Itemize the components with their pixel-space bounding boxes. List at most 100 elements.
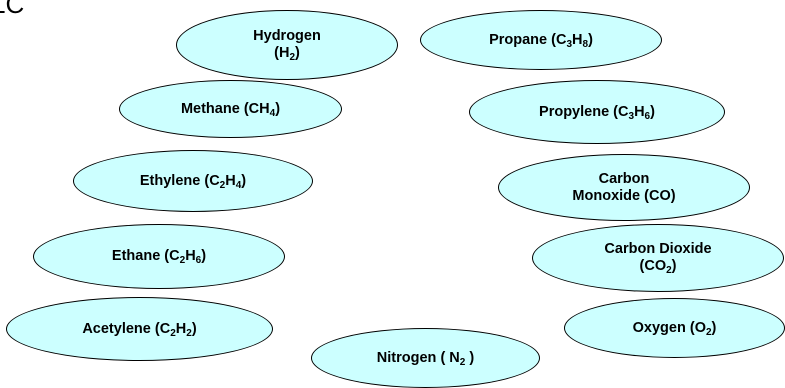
formula-subscript: 2 bbox=[459, 356, 466, 368]
formula-close-paren: ) bbox=[711, 319, 717, 336]
gas-name: Monoxide bbox=[572, 187, 641, 204]
gas-name: Methane bbox=[180, 100, 240, 117]
gas-label-carbon-dioxide: Carbon Dioxide(CO2) bbox=[604, 241, 711, 276]
gas-name: Acetylene bbox=[82, 320, 151, 337]
formula-close-paren: ) bbox=[191, 320, 197, 337]
formula-subscript: 3 bbox=[566, 38, 573, 50]
gas-ellipse-ethane: Ethane (C2H6) bbox=[33, 224, 285, 289]
formula-close-paren: ) bbox=[201, 248, 207, 264]
gas-name-line: Acetylene (C2H2) bbox=[82, 320, 197, 339]
formula-element: C bbox=[209, 172, 220, 189]
gas-label-methane: Methane (CH4) bbox=[180, 100, 281, 119]
formula-element: C bbox=[555, 31, 567, 48]
chemical-formula: (C2H6) bbox=[164, 248, 207, 266]
gas-ellipse-propylene: Propylene (C3H6) bbox=[469, 80, 725, 144]
gas-label-propylene: Propylene (C3H6) bbox=[539, 103, 655, 122]
formula-subscript: 2 bbox=[289, 52, 296, 63]
gas-name-line: Ethylene (C2H4) bbox=[140, 172, 247, 191]
formula-close-paren: ) bbox=[241, 172, 247, 189]
chemical-formula: (CH4) bbox=[243, 100, 281, 119]
formula-element: H bbox=[572, 31, 583, 48]
formula-open-paren: ( bbox=[243, 100, 249, 117]
gas-name-line: Nitrogen ( N2 ) bbox=[376, 349, 475, 368]
gas-name: Propylene bbox=[539, 103, 610, 120]
formula-subscript: 6 bbox=[644, 110, 651, 122]
gas-name-line: Carbon Dioxide bbox=[604, 241, 711, 258]
formula-subscript: 6 bbox=[195, 255, 202, 266]
gas-name-line: Propane (C3H8) bbox=[489, 31, 593, 50]
gas-name: Carbon bbox=[598, 170, 650, 187]
gas-name: Carbon Dioxide bbox=[604, 241, 712, 257]
formula-open-paren: ( bbox=[204, 172, 210, 189]
gas-name-line: Monoxide (CO) bbox=[572, 188, 675, 205]
gas-ellipse-hydrogen: Hydrogen(H2) bbox=[176, 10, 398, 80]
formula-open-paren: ( bbox=[689, 319, 695, 336]
formula-element: C bbox=[618, 103, 629, 120]
formula-subscript: 4 bbox=[269, 107, 276, 119]
chemical-formula: (CO) bbox=[644, 188, 675, 204]
gas-name-line: Hydrogen bbox=[253, 28, 321, 45]
formula-open-paren: ( bbox=[164, 248, 170, 264]
formula-open-paren: ( bbox=[551, 31, 556, 48]
chemical-formula: (C3H6) bbox=[613, 103, 655, 122]
formula-element: N bbox=[449, 349, 460, 366]
formula-subscript: 3 bbox=[628, 110, 635, 122]
chemical-formula: (H2) bbox=[274, 45, 300, 63]
chemical-formula: (O2) bbox=[689, 319, 717, 338]
formula-element: CO bbox=[644, 258, 667, 274]
formula-subscript: 2 bbox=[705, 326, 712, 338]
formula-close-paren: ) bbox=[465, 349, 475, 366]
gas-label-ethane: Ethane (C2H6) bbox=[111, 248, 207, 266]
formula-open-paren: ( bbox=[613, 103, 619, 120]
formula-close-paren: ) bbox=[275, 100, 281, 117]
formula-element: O bbox=[694, 319, 706, 336]
gas-label-ethylene: Ethylene (C2H4) bbox=[140, 172, 247, 191]
formula-element: H bbox=[278, 45, 290, 61]
corner-text: LC bbox=[0, 0, 25, 19]
formula-element: H bbox=[185, 248, 196, 264]
formula-close-paren: ) bbox=[588, 31, 593, 48]
formula-open-paren: ( bbox=[644, 187, 649, 204]
gas-label-nitrogen: Nitrogen ( N2 ) bbox=[376, 349, 475, 368]
formula-close-paren: ) bbox=[670, 187, 676, 204]
gas-name: Nitrogen bbox=[376, 349, 437, 366]
formula-open-paren: ( bbox=[440, 349, 450, 366]
gas-name: Ethane bbox=[111, 248, 161, 264]
formula-open-paren: ( bbox=[274, 45, 279, 61]
gas-name: Hydrogen bbox=[253, 28, 321, 44]
gas-ellipse-carbon-dioxide: Carbon Dioxide(CO2) bbox=[532, 224, 784, 292]
gas-name-line: Methane (CH4) bbox=[180, 100, 281, 119]
formula-element: CO bbox=[648, 187, 671, 204]
gas-ellipse-propane: Propane (C3H8) bbox=[420, 10, 662, 70]
gas-ellipse-methane: Methane (CH4) bbox=[119, 80, 342, 138]
chemical-formula: (C2H4) bbox=[204, 172, 247, 191]
gas-formula-line: (H2) bbox=[253, 45, 321, 63]
formula-element: H bbox=[225, 172, 236, 189]
formula-subscript: 4 bbox=[235, 179, 242, 191]
formula-open-paren: ( bbox=[154, 320, 160, 337]
gas-name-line: Oxygen (O2) bbox=[633, 319, 717, 338]
formula-open-paren: ( bbox=[639, 258, 645, 274]
formula-element: H bbox=[259, 100, 270, 117]
formula-subscript: 2 bbox=[666, 265, 672, 276]
gas-ellipse-nitrogen: Nitrogen ( N2 ) bbox=[311, 328, 540, 388]
gas-label-acetylene: Acetylene (C2H2) bbox=[82, 320, 197, 339]
chemical-formula: ( N2 ) bbox=[440, 349, 475, 368]
gas-ellipse-ethylene: Ethylene (C2H4) bbox=[73, 150, 313, 212]
formula-element: H bbox=[634, 103, 645, 120]
gas-ellipse-acetylene: Acetylene (C2H2) bbox=[6, 297, 273, 361]
formula-close-paren: ) bbox=[671, 258, 677, 274]
formula-subscript: 2 bbox=[186, 327, 192, 339]
gas-formula-line: (CO2) bbox=[604, 258, 711, 276]
formula-element: H bbox=[175, 320, 187, 337]
formula-subscript: 2 bbox=[219, 179, 226, 191]
gas-name-line: Propylene (C3H6) bbox=[539, 103, 655, 122]
formula-close-paren: ) bbox=[650, 103, 655, 120]
gas-name-line: Carbon bbox=[572, 171, 675, 188]
gas-ellipse-oxygen: Oxygen (O2) bbox=[564, 298, 785, 358]
formula-close-paren: ) bbox=[295, 45, 300, 61]
formula-subscript: 8 bbox=[582, 38, 589, 50]
